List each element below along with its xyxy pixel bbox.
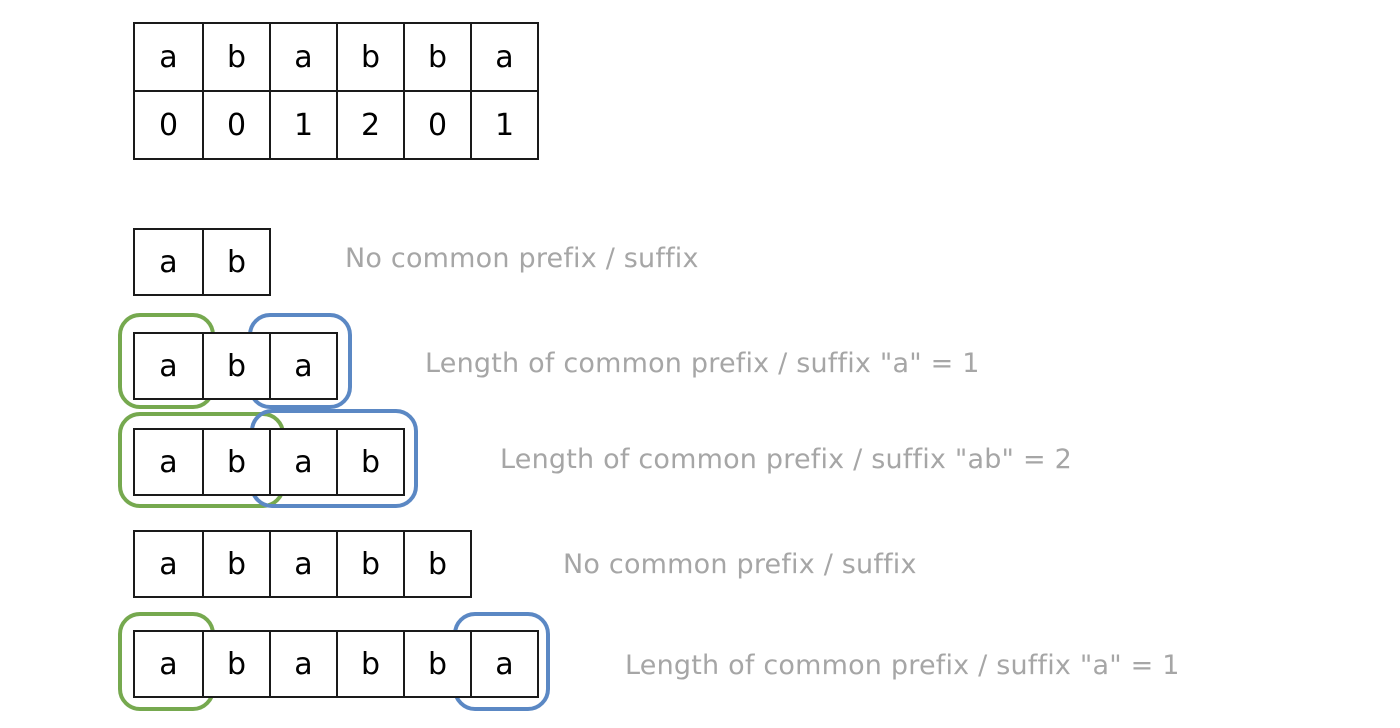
letter-cell: b [336,632,403,696]
letter-cell: a [135,430,202,494]
letter-cell: b [403,24,470,90]
example-row-4-grid: a b a b b [133,530,472,598]
letter-cell: b [336,532,403,596]
value-cell: 1 [470,92,537,158]
letter-cell: b [403,632,470,696]
example-row-4-label: No common prefix / suffix [563,549,917,580]
letter-cell: a [135,532,202,596]
value-cell: 2 [336,92,403,158]
letter-cell: a [135,632,202,696]
letter-cell: b [202,632,269,696]
letter-cell: b [202,430,269,494]
letter-cell: a [135,24,202,90]
letter-cell: a [135,334,202,398]
letter-cell: a [470,632,537,696]
letter-cell: b [202,532,269,596]
example-row-1-label: No common prefix / suffix [345,243,699,274]
example-row-2-grid: a b a [133,332,338,400]
letter-cell: a [269,24,336,90]
letter-cell: a [269,334,336,398]
value-cell: 0 [202,92,269,158]
letter-cell: b [202,334,269,398]
value-cell: 1 [269,92,336,158]
example-row-2-label: Length of common prefix / suffix "a" = 1 [425,348,980,379]
example-row-3-grid: a b a b [133,428,405,496]
letter-cell: b [403,532,470,596]
letter-cell: b [336,430,403,494]
letter-cell: b [202,24,269,90]
example-row-1-grid: a b [133,228,271,296]
value-cell: 0 [135,92,202,158]
prefix-function-letters-row: a b a b b a [135,24,537,90]
prefix-function-table: a b a b b a 0 0 1 2 0 1 [133,22,539,160]
letter-cell: b [336,24,403,90]
letter-cell: a [269,532,336,596]
letter-cell: a [269,632,336,696]
letter-cell: a [470,24,537,90]
letter-cell: a [135,230,202,294]
letter-cell: b [202,230,269,294]
prefix-function-values-row: 0 0 1 2 0 1 [135,90,537,158]
example-row-5-label: Length of common prefix / suffix "a" = 1 [625,650,1180,681]
example-row-5-grid: a b a b b a [133,630,539,698]
value-cell: 0 [403,92,470,158]
example-row-3-label: Length of common prefix / suffix "ab" = … [500,444,1072,475]
letter-cell: a [269,430,336,494]
